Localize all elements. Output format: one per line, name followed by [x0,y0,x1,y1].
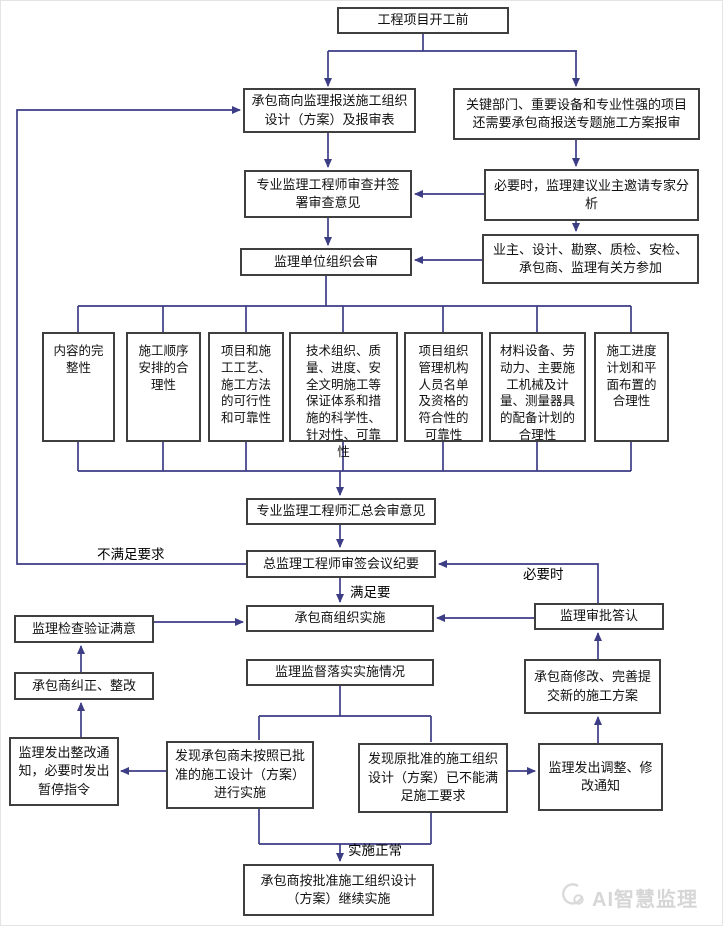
node-rectify-notice: 监理发出整改通知，必要时发出暂停指令 [9,737,119,806]
node-chief-sign-minutes: 总监理工程师审签会议纪要 [246,550,436,578]
node-project-start: 工程项目开工前 [337,7,509,34]
node-expert-analysis: 必要时，监理建议业主邀请专家分析 [484,169,699,221]
edge-label-not-satisfied: 不满足要求 [97,547,165,562]
node-contractor-implement: 承包商组织实施 [246,605,434,632]
node-aspect-sequence: 施工顺序安排的合理性 [126,332,201,442]
node-participants: 业主、设计、勘察、质检、安检、承包商、监理有关方参加 [482,234,699,284]
node-continue-implement: 承包商按批准施工组织设计（方案）继续实施 [243,864,434,916]
edge-label-when-necessary: 必要时 [523,567,564,582]
node-adjust-notice: 监理发出调整、修改通知 [538,743,663,811]
node-special-plan: 关键部门、重要设备和专业性强的项目还需要承包商报送专题施工方案报审 [453,88,700,140]
watermark-logo-icon [557,879,587,915]
node-submit-plan: 承包商向监理报送施工组织设计（方案）及报审表 [243,88,416,133]
node-aspect-feasibility: 项目和施工工艺、施工方法的可行性和可靠性 [208,332,284,442]
node-approve-sign: 监理审批答认 [534,603,664,630]
edge-top-split [328,34,577,52]
node-engineer-review: 专业监理工程师审查并签署审查意见 [244,170,412,218]
watermark-text: AI智慧监理 [592,888,698,911]
node-aspect-resources: 材料设备、劳动力、主要施工机械及计量、测量器具的配备计划的合理性 [489,332,586,442]
node-verify-satisfied: 监理检查验证满意 [14,615,154,643]
node-summary-opinions: 专业监理工程师汇总会审意见 [246,498,436,525]
node-contractor-correct: 承包商纠正、整改 [14,672,154,700]
edge-bottom-merge [258,809,432,845]
edge-approve-to-chief [438,560,599,603]
edge-distribute-to-aspects [77,276,632,332]
edge-chief-notsatisfied-loop [16,106,246,565]
node-resubmit-plan: 承包商修改、完善提交新的施工方案 [524,659,661,714]
edge-label-satisfied: 满足要 [350,585,391,600]
node-supervise-implementation: 监理监督落实实施情况 [246,659,434,686]
edge-bottom-split [258,686,432,742]
node-aspect-schedule: 施工进度计划和平面布置的合理性 [594,332,669,442]
watermark: AI智慧监理 [557,879,698,915]
node-found-cannot-meet: 发现原批准的施工组织设计（方案）已不能满足施工要求 [358,743,508,813]
node-aspect-personnel: 项目组织管理机构人员名单及资格的符合性的可靠性 [404,332,483,442]
node-found-not-following: 发现承包商未按照已批准的施工设计（方案）进行实施 [166,741,314,809]
edge-label-implementation-normal: 实施正常 [348,843,402,858]
node-aspect-completeness: 内容的完整性 [42,332,115,442]
node-aspect-assurance: 技术组织、质量、进度、安全文明施工等保证体系和措施的科学性、针对性、可靠性 [289,332,398,459]
edge-collect-from-aspects [77,442,632,472]
node-joint-review: 监理单位组织会审 [240,248,412,276]
